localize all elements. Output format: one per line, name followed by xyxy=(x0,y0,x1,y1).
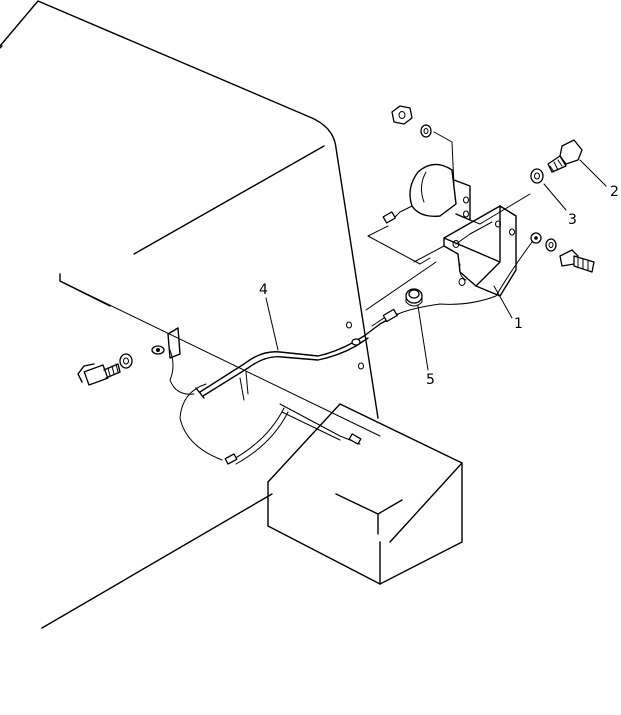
wall-connector xyxy=(371,308,398,327)
cable-harness xyxy=(169,313,399,465)
callout-leaders xyxy=(265,159,607,371)
work-lamp xyxy=(382,163,471,224)
washer-3 xyxy=(530,168,544,184)
bolt-left xyxy=(77,353,133,386)
callout-3: 3 xyxy=(568,212,577,228)
body-panel xyxy=(0,0,381,629)
bracket-bolt xyxy=(545,238,595,273)
lamp-nut xyxy=(391,105,455,187)
callout-labels: 1 2 3 4 5 xyxy=(259,184,619,388)
ground-wire xyxy=(397,232,542,315)
callout-5: 5 xyxy=(426,372,435,388)
mounting-holes xyxy=(346,321,364,370)
callout-4: 4 xyxy=(259,282,268,298)
battery-box xyxy=(267,403,463,585)
grommet-5 xyxy=(405,288,423,307)
cable-clamp xyxy=(151,327,181,359)
assembly-guide-lines xyxy=(365,193,531,311)
callout-2: 2 xyxy=(610,184,619,200)
lamp-bracket xyxy=(443,205,517,297)
callout-1: 1 xyxy=(514,316,523,332)
bolt-2 xyxy=(547,139,583,173)
